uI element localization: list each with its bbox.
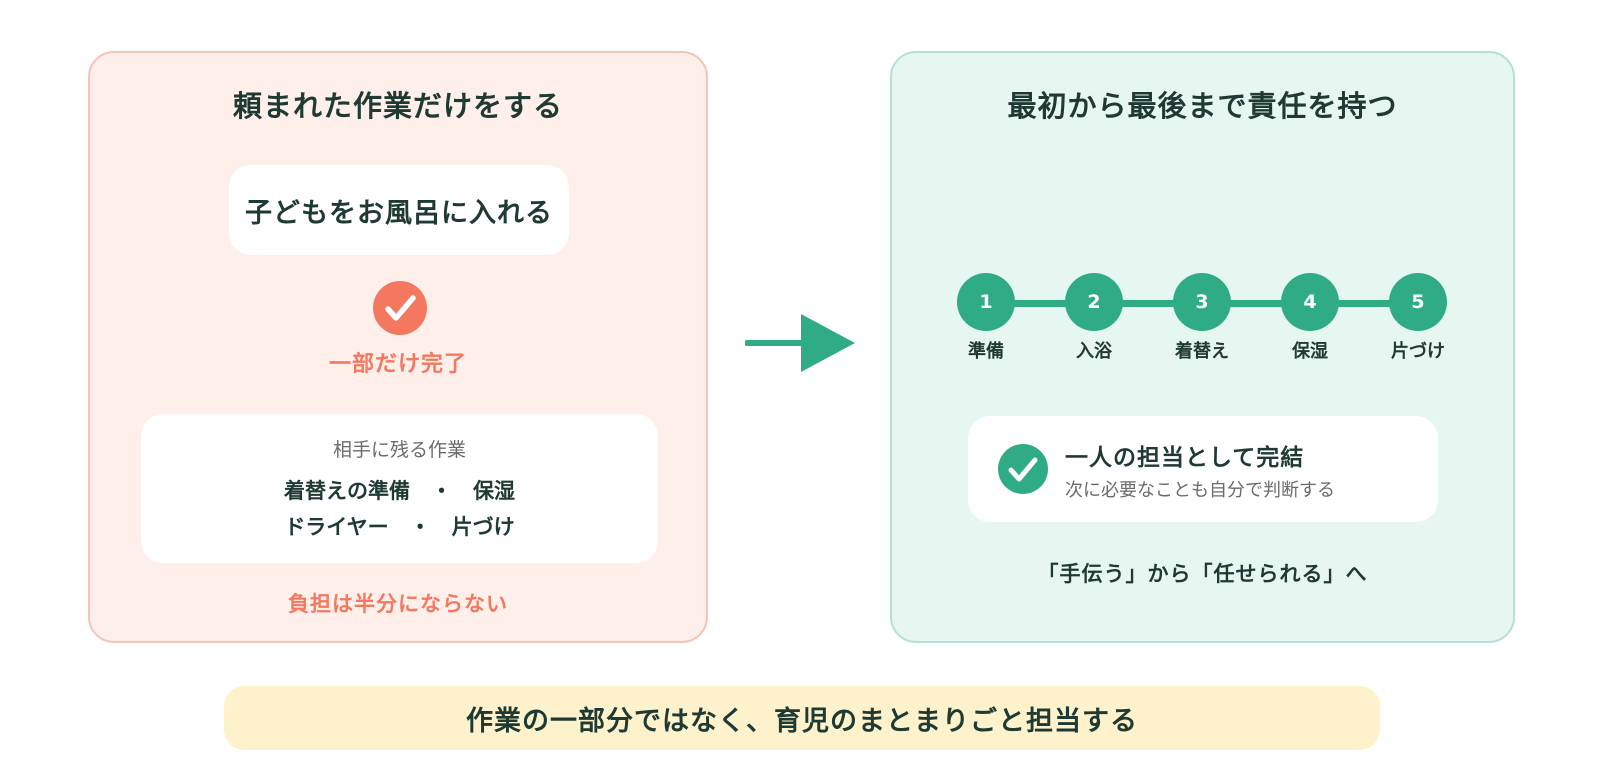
- step-2-circle: 2: [1065, 273, 1123, 331]
- task-card: 子どもをお風呂に入れる: [229, 165, 569, 255]
- summary-banner: 作業の一部分ではなく、育児のまとまりごと担当する: [224, 686, 1380, 750]
- complete-card: 一人の担当として完結 次に必要なことも自分で判断する: [968, 416, 1438, 522]
- step-4-circle: 4: [1281, 273, 1339, 331]
- task-label: 子どもをお風呂に入れる: [245, 197, 553, 229]
- left-panel: 頼まれた作業だけをする 子どもをお風呂に入れる 一部だけ完了 相手に残る作業 着…: [88, 51, 708, 643]
- left-panel-title: 頼まれた作業だけをする: [232, 89, 563, 123]
- step-2-label: 入浴: [1076, 341, 1112, 362]
- partial-complete-label: 一部だけ完了: [328, 352, 467, 377]
- step-5-circle: 5: [1389, 273, 1447, 331]
- remaining-line-1: 着替えの準備 ・ 保湿: [284, 479, 515, 503]
- step-flow: 1 2 3 4 5 準備 入浴 着替え 保湿 片づけ: [892, 53, 1517, 645]
- step-5-label: 片づけ: [1391, 341, 1445, 362]
- summary-banner-text: 作業の一部分ではなく、育児のまとまりごと担当する: [466, 705, 1138, 737]
- burden-note: 負担は半分にならない: [288, 592, 508, 616]
- right-panel-title: 最初から最後まで責任を持つ: [1007, 89, 1398, 123]
- complete-subtitle: 次に必要なことも自分で判断する: [1065, 480, 1335, 501]
- arrow-right-icon: [744, 312, 857, 378]
- check-icon: [998, 444, 1048, 494]
- step-3-circle: 3: [1173, 273, 1231, 331]
- check-icon: [373, 281, 427, 335]
- remaining-tasks-card: 相手に残る作業 着替えの準備 ・ 保湿 ドライヤー ・ 片づけ: [141, 414, 658, 563]
- remaining-heading: 相手に残る作業: [332, 439, 466, 461]
- remaining-line-2: ドライヤー ・ 片づけ: [284, 515, 515, 539]
- step-1-label: 準備: [968, 341, 1004, 362]
- step-4-label: 保湿: [1292, 341, 1328, 362]
- step-1-circle: 1: [957, 273, 1015, 331]
- right-panel: 最初から最後まで責任を持つ 1 2 3 4 5 準備 入浴 着替え 保湿 片づけ…: [890, 51, 1515, 643]
- step-3-label: 着替え: [1175, 341, 1229, 362]
- complete-title: 一人の担当として完結: [1065, 445, 1305, 471]
- right-panel-footer: 「手伝う」から「任せられる」へ: [1037, 562, 1368, 586]
